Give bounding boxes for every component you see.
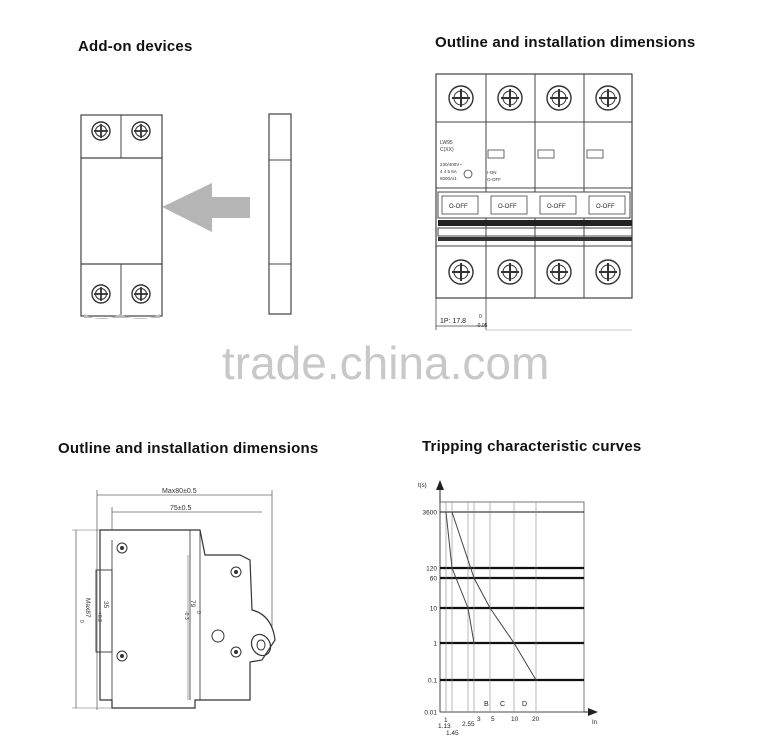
x-tick-label: 1.13	[438, 723, 451, 730]
switch-label: O-OFF	[449, 204, 468, 210]
addon-device	[80, 114, 163, 319]
terminal-screw-icon	[497, 259, 523, 285]
height-tol-minus: -0.3	[183, 611, 189, 620]
tripping-curves	[445, 511, 537, 681]
outline-title-top: Outline and installation dimensions	[435, 34, 696, 51]
curve-label-d: D	[522, 701, 527, 708]
x-tick-label: 2.55	[462, 721, 475, 728]
pole-width-label: 1P: 17.8	[440, 318, 466, 325]
switch-label: O-OFF	[547, 204, 566, 210]
terminal-screw-icon	[497, 85, 523, 111]
curve-label-b: B	[484, 701, 489, 708]
max-width-label: Max80±0.5	[162, 488, 197, 495]
rating-line: C(XX)	[440, 147, 454, 153]
rail-label: 35	[102, 601, 109, 609]
pole-width-tol-top: 0	[479, 314, 482, 320]
curve-label-c: C	[500, 701, 505, 708]
y-tick-label: 1	[433, 641, 437, 648]
cert-mark-icon	[463, 169, 473, 179]
indicator-off: O-OFF	[487, 177, 501, 182]
rail-tol-label: +0.2	[96, 612, 102, 622]
rating-line: 6000A/1	[440, 176, 457, 181]
rating-line: 4 4 5 6A	[440, 169, 457, 174]
arrow-left-icon	[162, 183, 250, 232]
x-axis-arrow-icon	[588, 708, 598, 716]
indicator-on: I-ON	[487, 170, 497, 175]
y-tick-label: 120	[426, 566, 437, 573]
x-tick-label: 1	[444, 717, 448, 724]
x-tick-label: 1.45	[446, 730, 459, 737]
switch-label: O-OFF	[596, 204, 615, 210]
x-tick-label: 20	[532, 716, 540, 723]
gridlines	[440, 502, 584, 712]
y-tick-label: 0.1	[428, 678, 437, 685]
y-axis-arrow-icon	[436, 480, 444, 490]
height-tol-zero: 0	[195, 611, 201, 614]
x-tick-labels: 11.131.452.553 5 10 20	[438, 716, 540, 737]
screw-icon	[91, 284, 111, 304]
terminal-screw-icon	[448, 85, 474, 111]
rating-line: 230/400V~	[440, 162, 462, 167]
outline-title-bottom: Outline and installation dimensions	[58, 440, 319, 457]
y-tick-labels: 3600 120 60 10 1 0.1 0.01	[423, 510, 438, 717]
x-tick-label: 5	[491, 716, 495, 723]
tripping-curve	[445, 511, 475, 644]
pole-width-tol-bottom: -0.05	[476, 323, 488, 329]
width-label: 75±0.5	[170, 505, 191, 512]
max-height-label: Max87	[84, 598, 91, 618]
rating-line: LW95	[440, 140, 453, 146]
y-tick-label: 3600	[423, 510, 438, 517]
x-tick-label: 10	[511, 716, 519, 723]
tripping-curve	[451, 511, 537, 681]
watermark: trade.china.com	[222, 337, 550, 389]
terminal-screw-icon	[448, 259, 474, 285]
screw-icon	[131, 284, 151, 304]
terminal-screw-icon	[595, 85, 621, 111]
tol-zero-label: 0	[78, 620, 84, 623]
x-axis-label: In	[592, 720, 597, 726]
addon-title: Add-on devices	[78, 38, 193, 55]
auxiliary-module	[268, 113, 292, 315]
terminal-screw-icon	[546, 259, 572, 285]
x-tick-label: 3	[477, 716, 481, 723]
terminal-screw-icon	[595, 259, 621, 285]
tripping-title: Tripping characteristic curves	[422, 438, 642, 455]
breaker-side-view: Max80±0.5 75±0.5 Max87 0 35 +0.2 79 0 -0…	[72, 488, 276, 710]
screw-icon	[131, 121, 151, 141]
y-tick-label: 0.01	[424, 710, 437, 717]
screw-icon	[91, 121, 111, 141]
height-label: 79	[189, 600, 196, 608]
y-axis-label: t(s)	[418, 483, 427, 489]
switch-label: O-OFF	[498, 204, 517, 210]
y-tick-label: 10	[430, 606, 438, 613]
terminal-screw-icon	[546, 85, 572, 111]
y-tick-label: 60	[430, 576, 438, 583]
breaker-front-view: LW95 C(XX) 230/400V~ 4 4 5 6A 6000A/1 I-…	[435, 73, 633, 331]
